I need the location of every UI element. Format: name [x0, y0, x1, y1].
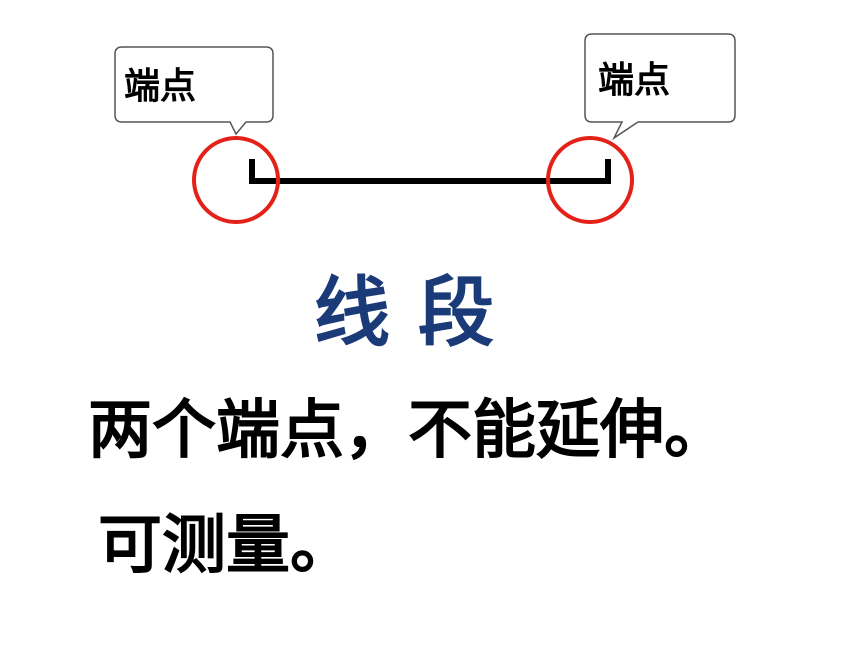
description-line-1: 两个端点，不能延伸。 [88, 394, 728, 468]
left-endpoint-circle [192, 136, 280, 224]
left-endpoint-callout: 端点 [114, 46, 274, 136]
page-title: 线段 [314, 268, 522, 357]
right-endpoint-circle [546, 136, 634, 224]
left-endpoint-label: 端点 [124, 66, 196, 107]
left-callout-bubble [114, 46, 274, 136]
segment-diagram: 端点 端点 [114, 33, 736, 224]
right-callout-bubble [584, 33, 736, 141]
line-segment [249, 159, 611, 184]
right-endpoint-label: 端点 [598, 60, 670, 101]
right-endpoint-callout: 端点 [584, 33, 736, 141]
description-line-2: 可测量。 [98, 509, 354, 583]
